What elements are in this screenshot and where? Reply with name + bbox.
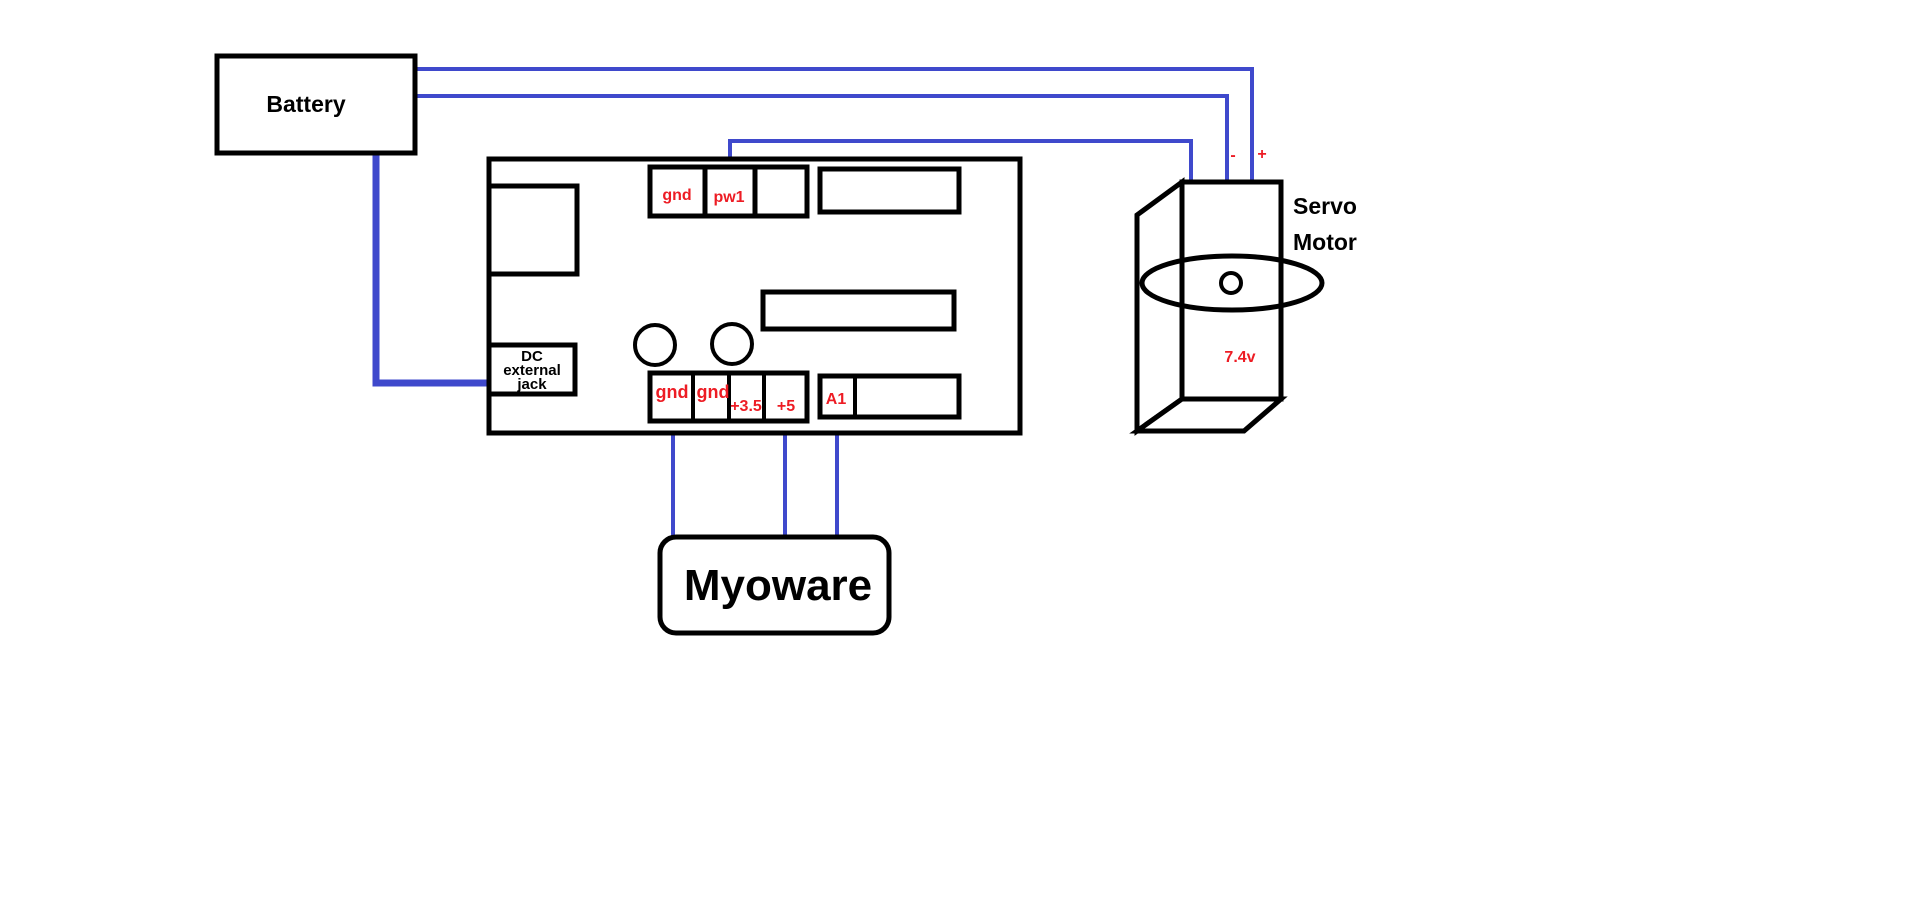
analog-header-outline xyxy=(817,373,962,420)
servo-title-line2: Motor xyxy=(1293,229,1357,255)
myoware-label: Myoware xyxy=(684,561,872,610)
dc-external-jack: DC external jack xyxy=(486,342,578,397)
myoware-box xyxy=(657,534,892,636)
servo-minus-label: - xyxy=(1230,147,1235,164)
pin-label-gnd-1: gnd xyxy=(656,382,689,402)
dc-jack-label-line3: jack xyxy=(516,376,547,393)
wire-battery-to-dc-jack xyxy=(372,153,490,387)
pin-label-gnd-2: gnd xyxy=(697,382,730,402)
dc-jack-label-line2: external xyxy=(503,362,561,379)
wires xyxy=(372,67,1254,537)
pin-label-3v5: +3.5 xyxy=(730,398,762,415)
board-top-right-header xyxy=(817,166,962,215)
servo-title-line1: Servo xyxy=(1293,193,1357,219)
battery-box xyxy=(214,53,418,156)
capacitor-1 xyxy=(633,323,677,367)
wire-battery-to-servo-minus xyxy=(417,94,1229,182)
battery-label: Battery xyxy=(266,91,345,117)
pin-label-gnd: gnd xyxy=(662,187,691,204)
controller-board: gnd pw1 DC external jack gnd gnd +3.5 +5 xyxy=(486,156,1023,436)
battery: Battery xyxy=(214,53,418,156)
servo-motor: 7.4v - + Servo Motor xyxy=(1129,146,1357,436)
dc-jack-box xyxy=(486,342,578,397)
pin-label-pw1: pw1 xyxy=(713,189,744,206)
top-header: gnd pw1 xyxy=(647,164,810,219)
servo-shaft xyxy=(1219,271,1243,295)
pin-label-a1: A1 xyxy=(826,391,847,408)
board-mid-header xyxy=(760,289,957,332)
servo-horn xyxy=(1139,253,1325,313)
bottom-header: gnd gnd +3.5 +5 xyxy=(647,370,810,424)
pin-label-5v: +5 xyxy=(777,398,795,415)
servo-voltage-label: 7.4v xyxy=(1224,349,1255,366)
servo-plus-label: + xyxy=(1257,146,1266,163)
capacitor-2 xyxy=(710,322,754,366)
wire-battery-to-servo-plus xyxy=(417,67,1254,182)
analog-header: A1 xyxy=(817,373,962,420)
board-usb-port xyxy=(486,183,580,277)
dc-jack-label-line1: DC xyxy=(521,348,543,365)
myoware-sensor: Myoware xyxy=(657,534,892,636)
top-header-outline xyxy=(647,164,810,219)
wire-pw1-to-servo-signal xyxy=(728,139,1193,182)
